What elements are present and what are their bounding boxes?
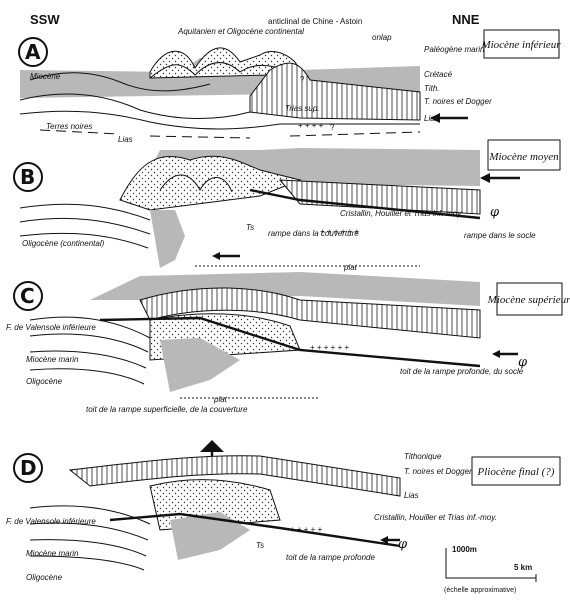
panel-b-rampe-cov: rampe dans la couverture: [268, 229, 359, 238]
panel-c-oligocene: Oligocène: [26, 377, 63, 386]
panel-a-tnoires: T. noires et Dogger: [424, 97, 492, 106]
panel-d: D Pliocène final (?) + + + + + Tithoniqu…: [6, 440, 561, 582]
panel-c-hatch: [139, 287, 481, 339]
panel-d-oligocene: Oligocène: [26, 573, 63, 582]
panel-d-valensole: F. de Valensole inférieure: [6, 517, 96, 526]
panel-a: A Miocène inférieur + + + + Aquitanien e…: [18, 17, 561, 144]
panel-b-ts: Ts: [246, 223, 254, 232]
panel-d-tithonique: Tithonique: [404, 452, 442, 461]
panel-a-lias-left: Lias: [118, 135, 133, 144]
panel-a-letter: A: [25, 40, 41, 64]
panel-a-lias-block: [249, 62, 421, 121]
panel-b-letter: B: [20, 165, 35, 189]
panel-d-stipple: [149, 479, 281, 531]
panel-c-thrust: [99, 316, 481, 368]
panel-a-aquitanien: Aquitanien et Oligocène continental: [177, 27, 304, 36]
panel-c-valensole: F. de Valensole inférieure: [6, 323, 96, 332]
panel-c-crosses: + + + + + +: [310, 343, 349, 352]
panel-a-anticlinal: anticlinal de Chine - Astoin: [268, 17, 362, 26]
panel-b-cristallin: Cristallin, Houiller et Trias inf.-moy.: [340, 209, 463, 218]
panel-d-cristallin: Cristallin, Houiller et Trias inf.-moy.: [374, 513, 497, 522]
panel-b-oligocene: Oligocène (continental): [22, 239, 105, 248]
panel-d-age: Pliocène final (?): [477, 466, 555, 478]
panel-d-toit-prof: toit de la rampe profonde: [286, 553, 375, 562]
panel-d-crosses: + + + + +: [290, 525, 323, 534]
panel-c-phi: φ: [518, 355, 528, 370]
panel-d-thrust: [109, 512, 401, 548]
panel-a-question-2: ?: [330, 123, 335, 132]
panel-b-age: Miocène moyen: [488, 151, 559, 163]
panel-d-hatch: [68, 455, 401, 497]
panel-a-age: Miocène inférieur: [480, 39, 561, 51]
panel-b-phi: φ: [490, 205, 500, 220]
panel-b: B Miocène moyen + + + + + + Oligocène (c…: [13, 139, 561, 272]
panel-c-badge: [13, 281, 43, 311]
panel-d-uplift-arrow: [200, 440, 224, 452]
direction-nne: NNE: [452, 12, 480, 27]
panel-a-onlap: onlap: [372, 33, 392, 42]
panel-b-badge: [13, 162, 43, 192]
panel-c-age-box: [496, 282, 563, 316]
panel-a-cross-1: + + + +: [298, 121, 324, 130]
panel-a-paleogene: Paléogène marin: [424, 45, 485, 54]
panel-c-age: Miocène supérieur: [487, 294, 570, 306]
panel-c: C Miocène supérieur + + + + + + F. de Va…: [6, 272, 570, 414]
direction-ssw: SSW: [30, 12, 60, 27]
panel-d-phi: φ: [398, 537, 408, 552]
panel-b-crosses: + + + + + +: [320, 227, 359, 236]
scale-note: (échelle approximative): [444, 587, 516, 594]
panel-a-question-1: ?: [300, 75, 305, 84]
panel-d-miocene-marin: Miocène marin: [26, 549, 79, 558]
panel-a-cretace: Crétacé: [424, 70, 453, 79]
panel-c-toit-sup: toit de la rampe superficielle, de la co…: [86, 405, 248, 414]
panel-d-tnoires: T. noires et Dogger: [404, 467, 472, 476]
panel-c-plat: plat: [213, 395, 228, 404]
scale-vertical: 1000m: [452, 545, 477, 554]
panel-d-age-box: [471, 456, 561, 486]
panel-b-thrust: [249, 188, 481, 220]
panel-d-ts: Ts: [256, 541, 264, 550]
panel-b-rampe-socle: rampe dans le socle: [464, 231, 536, 240]
panel-d-badge: [13, 453, 43, 483]
panel-c-letter: C: [20, 284, 35, 308]
scale-horizontal: 5 km: [514, 563, 532, 572]
panel-a-badge: [18, 37, 48, 67]
panel-c-miocene-marin: Miocène marin: [26, 355, 79, 364]
panel-b-age-box: [487, 139, 561, 171]
scale-bar: 1000m 5 km (échelle approximative): [444, 545, 537, 594]
panel-d-lias: Lias: [404, 491, 419, 500]
panel-a-trias: Trias sup.: [285, 104, 320, 113]
panel-a-terres-noires: Terres noires: [46, 122, 92, 131]
panel-a-tith: Tith.: [424, 84, 440, 93]
panel-c-toit-prof: toit de la rampe profonde, du socle: [400, 367, 524, 376]
panel-d-letter: D: [20, 456, 37, 480]
panel-b-plat: plat: [343, 263, 358, 272]
panel-a-miocene: Miocène: [30, 72, 61, 81]
panel-b-stipple: [119, 155, 302, 211]
panel-b-hatch: [278, 179, 481, 215]
panel-a-age-box: [483, 29, 560, 59]
